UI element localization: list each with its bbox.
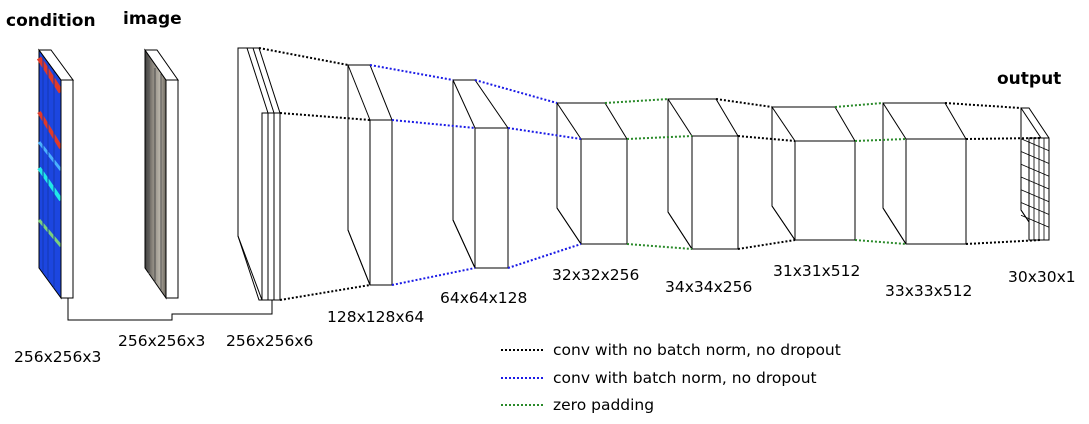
- legend: conv with no batch norm, no dropout conv…: [501, 341, 841, 414]
- dim-output: 30x30x1: [1008, 268, 1076, 286]
- layer-6-block: [882, 102, 967, 245]
- legend-item-blue: conv with batch norm, no dropout: [553, 369, 817, 387]
- output-label: output: [997, 69, 1061, 89]
- layer-2-block: [452, 79, 509, 269]
- dim-layer-3: 32x32x256: [552, 266, 639, 284]
- dim-layer-2: 64x64x128: [440, 289, 527, 307]
- layer-1-block: [347, 64, 393, 286]
- dim-concat: 256x256x6: [226, 332, 313, 350]
- condition-label: condition: [6, 11, 96, 31]
- layer-4-block: [667, 98, 739, 250]
- dim-layer-5: 31x31x512: [773, 262, 860, 280]
- image-input: [144, 48, 179, 300]
- dim-layer-6: 33x33x512: [885, 282, 972, 300]
- dim-condition: 256x256x3: [14, 348, 101, 366]
- output-grid: [1020, 107, 1050, 241]
- layer-5-block: [771, 106, 856, 241]
- concat-block: [237, 47, 281, 301]
- image-label: image: [123, 9, 182, 29]
- connections: [258, 47, 1042, 301]
- dim-layer-1: 128x128x64: [327, 308, 424, 326]
- layer-3-block: [556, 102, 628, 245]
- legend-item-black: conv with no batch norm, no dropout: [553, 341, 841, 359]
- concat-bracket: [67, 298, 273, 321]
- dim-layer-4: 34x34x256: [665, 278, 752, 296]
- dim-image: 256x256x3: [118, 332, 205, 350]
- legend-item-green: zero padding: [553, 396, 654, 414]
- condition-input: [36, 48, 74, 300]
